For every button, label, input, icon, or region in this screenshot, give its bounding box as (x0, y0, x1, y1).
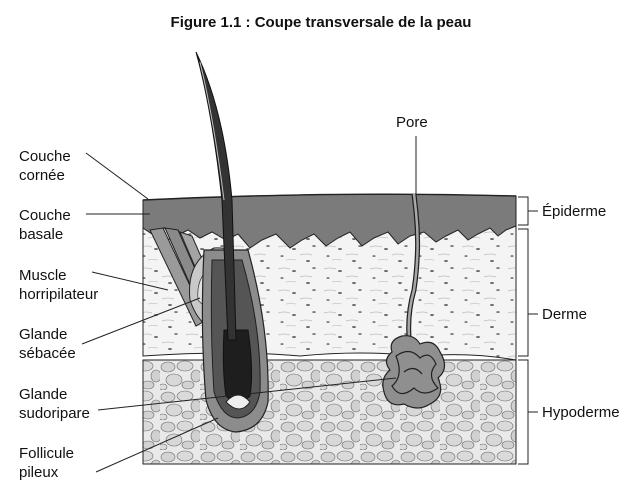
label-glande-sudoripare-line2: sudoripare (19, 405, 90, 422)
label-pore: Pore (396, 114, 428, 131)
label-glande-sudoripare: Glande sudoripare (19, 385, 90, 423)
hair-shaft-highlight (199, 61, 225, 201)
label-couche-basale-line1: Couche (19, 207, 71, 224)
label-muscle-horripilateur: Muscle horripilateur (19, 266, 98, 304)
leader-glande-sebacee (81, 297, 201, 345)
label-muscle-line2: horripilateur (19, 286, 99, 303)
hair-shaft (195, 51, 237, 341)
label-epiderme: Épiderme (542, 203, 607, 220)
label-couche-cornee: Couche cornée (19, 147, 71, 185)
hypodermis-layer (142, 359, 517, 465)
leader-muscle (91, 271, 169, 291)
bracket-hypoderme (518, 359, 529, 465)
label-couche-basale: Couche basale (19, 206, 71, 244)
leader-follicule (95, 417, 219, 473)
bracket-derme (518, 228, 529, 357)
label-couche-cornee-line1: Couche (19, 148, 71, 165)
bracket-epiderme (518, 196, 529, 226)
label-glande-sebacee-line2: sébacée (19, 345, 76, 362)
label-hypoderme: Hypoderme (542, 404, 620, 421)
sweat-gland-coil (382, 335, 446, 409)
label-glande-sudoripare-line1: Glande (19, 386, 68, 403)
label-follicule-line1: Follicule (19, 445, 75, 462)
leader-glande-sudoripare (97, 377, 397, 411)
label-glande-sebacee: Glande sébacée (19, 325, 76, 363)
label-follicule-line2: pileux (19, 464, 59, 481)
leader-couche-cornee (85, 152, 149, 200)
label-couche-cornee-line2: cornée (19, 167, 65, 184)
sweat-duct-inner (407, 193, 419, 349)
label-muscle-line1: Muscle (19, 267, 67, 284)
label-derme: Derme (542, 306, 588, 323)
figure-title: Figure 1.1 : Coupe transversale de la pe… (170, 14, 472, 31)
label-glande-sebacee-line1: Glande (19, 326, 68, 343)
label-couche-basale-line2: basale (19, 226, 64, 243)
label-follicule-pileux: Follicule pileux (19, 444, 74, 482)
stratum-corneum-line (142, 193, 517, 201)
